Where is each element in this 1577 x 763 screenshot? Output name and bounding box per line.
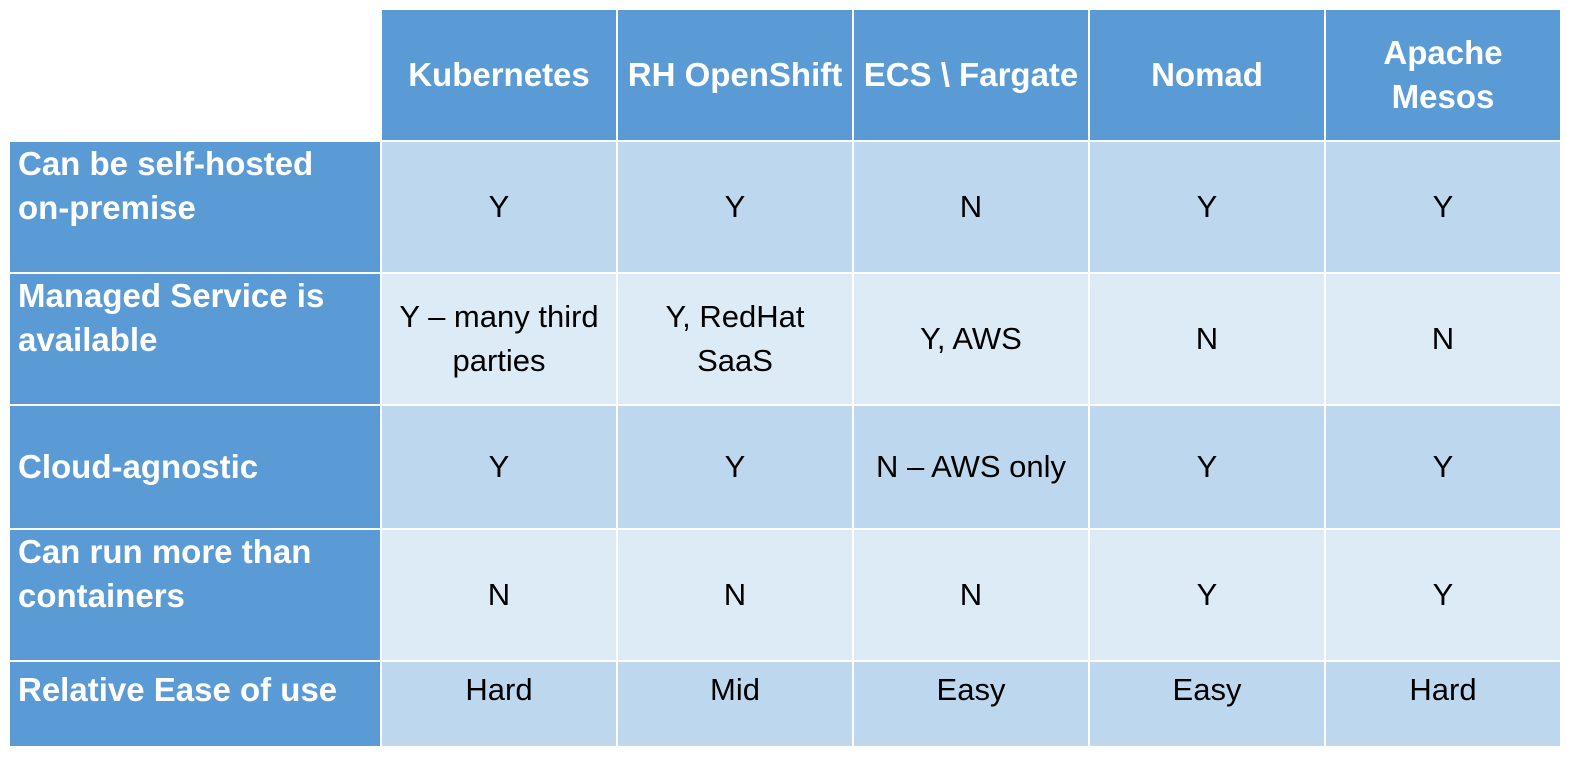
table-cell: N [1088, 272, 1326, 406]
table-cell: Mid [616, 660, 854, 748]
comparison-table: Kubernetes RH OpenShift ECS \ Fargate No… [8, 8, 1562, 748]
table-cell: Y [1324, 528, 1562, 662]
table-cell: N [852, 528, 1090, 662]
table-cell: Y, AWS [852, 272, 1090, 406]
table-cell: Y [616, 140, 854, 274]
corner-cell [8, 8, 382, 142]
table-cell: Y [1088, 528, 1326, 662]
table-row: Can run more than containers N N N Y Y [8, 528, 1562, 662]
row-header: Cloud-agnostic [8, 404, 382, 530]
table-cell: Y, RedHat SaaS [616, 272, 854, 406]
table-cell: N [616, 528, 854, 662]
table-cell: Easy [852, 660, 1090, 748]
table-cell: Y – many third parties [380, 272, 618, 406]
table-cell: Y [380, 140, 618, 274]
table-cell: Y [1324, 404, 1562, 530]
column-header-kubernetes: Kubernetes [380, 8, 618, 142]
table-cell: N – AWS only [852, 404, 1090, 530]
table-cell: Easy [1088, 660, 1326, 748]
column-header-nomad: Nomad [1088, 8, 1326, 142]
table-cell: Y [616, 404, 854, 530]
table-row: Cloud-agnostic Y Y N – AWS only Y Y [8, 404, 1562, 530]
column-header-ecs-fargate: ECS \ Fargate [852, 8, 1090, 142]
column-header-openshift: RH OpenShift [616, 8, 854, 142]
row-header: Relative Ease of use [8, 660, 382, 748]
table-cell: Y [1088, 404, 1326, 530]
table-cell: N [852, 140, 1090, 274]
table-cell: Y [1324, 140, 1562, 274]
table-cell: Y [380, 404, 618, 530]
table-cell: N [380, 528, 618, 662]
table-row: Relative Ease of use Hard Mid Easy Easy … [8, 660, 1562, 748]
row-header: Can be self-hosted on-premise [8, 140, 382, 274]
table-row: Can be self-hosted on-premise Y Y N Y Y [8, 140, 1562, 274]
table-row: Managed Service is available Y – many th… [8, 272, 1562, 406]
table-cell: Hard [1324, 660, 1562, 748]
table-cell: N [1324, 272, 1562, 406]
row-header: Can run more than containers [8, 528, 382, 662]
header-row: Kubernetes RH OpenShift ECS \ Fargate No… [8, 8, 1562, 142]
table-cell: Hard [380, 660, 618, 748]
column-header-mesos: Apache Mesos [1324, 8, 1562, 142]
row-header: Managed Service is available [8, 272, 382, 406]
table-cell: Y [1088, 140, 1326, 274]
